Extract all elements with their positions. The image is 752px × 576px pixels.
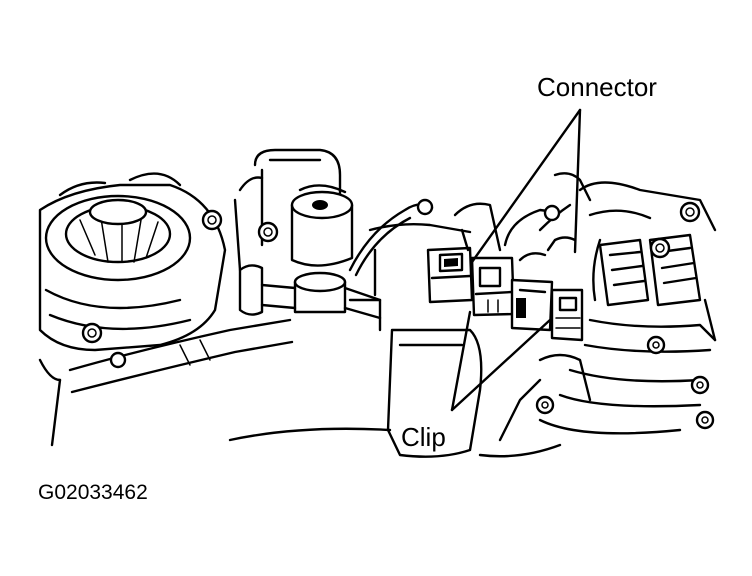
connector-small [550,288,584,342]
central-panel [228,222,483,458]
bolt-right-bottom [690,375,710,395]
bolt-right-mid [649,237,671,259]
connector-left [426,246,474,304]
bolt-left-upper [201,209,223,231]
connector-label: Connector [537,72,657,102]
solenoid-canister [233,148,354,272]
connector-leader-lines [470,108,582,264]
clip-leader-lines [450,310,552,412]
bolt-right-edge [695,410,715,430]
clip-label: Clip [401,422,446,452]
connector-right [510,278,554,332]
connector-middle [470,256,516,317]
bolt-left-lower [81,322,103,344]
wire-harness [453,172,592,262]
bolt-right-lower [646,335,666,355]
sensor-wire [348,198,434,277]
lower-right-detail [478,353,592,458]
figure-id: G02033462 [38,481,148,504]
bolt-right-top [679,201,701,223]
lower-left-bracket [38,318,294,447]
hose-clamp [238,264,382,320]
bolt-center-left [257,221,279,243]
left-engine-cover [38,172,227,352]
